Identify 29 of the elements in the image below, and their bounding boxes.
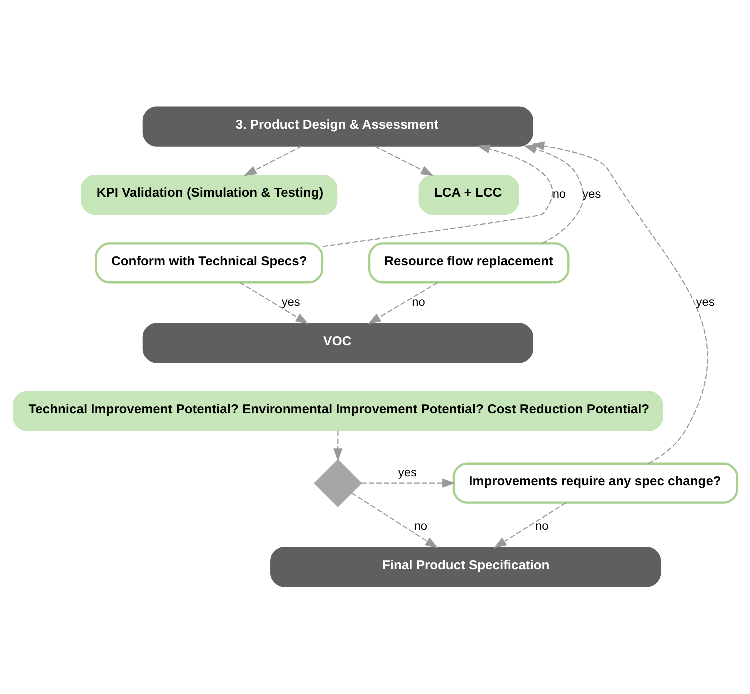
node-box: Conform with Technical Specs? (94, 242, 324, 284)
edge-label: no (535, 519, 548, 534)
arrow (322, 144, 553, 248)
edge-label: no (552, 187, 566, 202)
node-box: 3. Product Design & Assessment (142, 106, 533, 147)
arrow (333, 431, 342, 462)
arrow (523, 145, 584, 244)
arrow (351, 492, 438, 548)
edge-label: yes (696, 295, 714, 310)
node-box: LCA + LCC (418, 174, 519, 215)
node-diamond (314, 459, 362, 508)
edge-label: no (412, 295, 425, 310)
edge-label: no (414, 519, 428, 534)
arrow (243, 146, 302, 176)
node-box: VOC (142, 323, 533, 364)
edge-label: yes (281, 295, 300, 310)
arrow (360, 478, 456, 488)
node-box: Technical Improvement Potential? Environmental Improvement Potential? Cost Reduction Potential? (12, 391, 663, 432)
arrow (239, 282, 308, 324)
edge-label: yes (582, 187, 601, 202)
node-box: Resource flow replacement (368, 242, 570, 284)
arrow (531, 142, 708, 464)
arrow (493, 502, 566, 549)
node-box: Final Product Specification (270, 547, 661, 588)
edge-label: yes (398, 466, 416, 480)
arrow (368, 282, 438, 324)
node-box: Improvements require any spec change? (452, 462, 738, 504)
node-box: KPI Validation (Simulation & Testing) (80, 174, 338, 215)
arrow (374, 146, 434, 176)
